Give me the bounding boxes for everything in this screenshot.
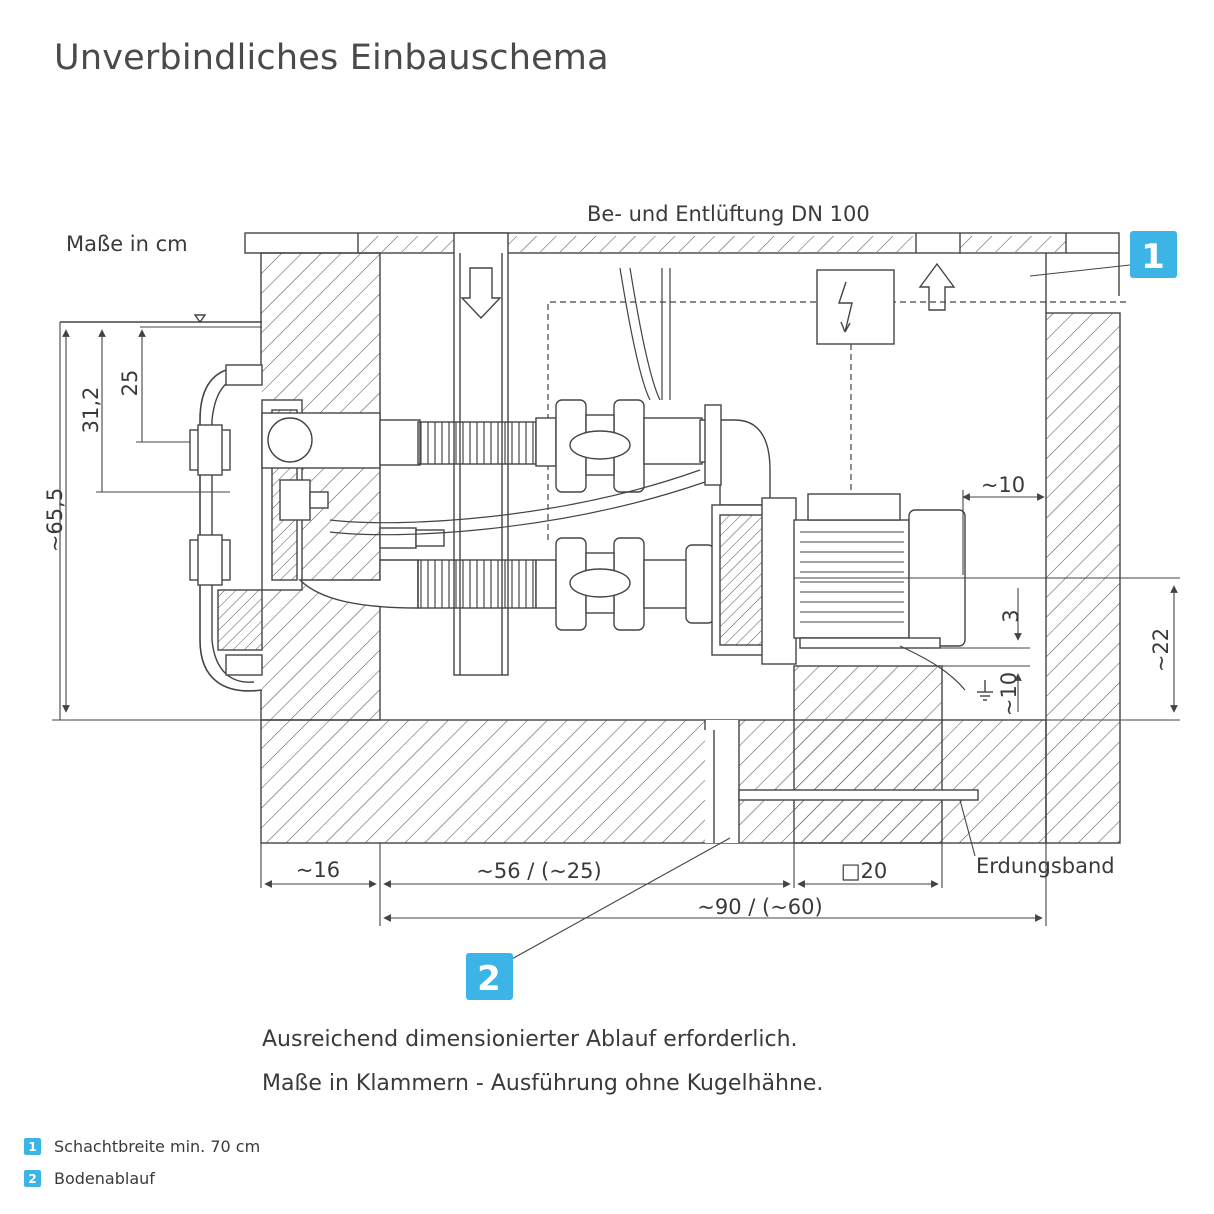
lower-flex-hose (417, 559, 537, 609)
legend-badge-2: 2 (24, 1170, 41, 1187)
legend-item-2: 2 Bodenablauf (24, 1169, 155, 1188)
legend-item-1: 1 Schachtbreite min. 70 cm (24, 1137, 260, 1156)
dim-left-25: 25 (118, 370, 142, 397)
dim-56: ~56 / (~25) (476, 859, 601, 883)
dim-90: ~90 / (~60) (697, 895, 822, 919)
dim-10-top: ~10 (981, 473, 1025, 497)
callout-1-badge (1130, 231, 1177, 278)
upper-flex-hose (417, 421, 537, 465)
pump-pedestal (793, 665, 943, 844)
earth-strap (738, 789, 979, 801)
pump-motor (793, 519, 910, 639)
dim-22: ~22 (1149, 628, 1173, 672)
units-label: Maße in cm (66, 232, 188, 256)
callout-2-number: 2 (477, 959, 501, 999)
legend-text-2: Bodenablauf (54, 1169, 155, 1188)
callout-1-number: 1 (1141, 237, 1165, 277)
dim-10-vert: ~10 (997, 672, 1021, 716)
legend-badge-1: 1 (24, 1138, 41, 1155)
dim-16: ~16 (296, 858, 340, 882)
vent-up-arrow (918, 262, 956, 311)
dim-3: 3 (999, 609, 1023, 622)
note-brackets: Maße in Klammern - Ausführung ohne Kugel… (262, 1071, 824, 1096)
callout-2-badge (466, 953, 513, 1000)
electrical-box (816, 269, 895, 345)
legend-text-1: Schachtbreite min. 70 cm (54, 1137, 261, 1156)
dim-left-31: 31,2 (79, 387, 103, 434)
vent-down-arrow (460, 267, 502, 320)
dim-20: □20 (841, 859, 888, 883)
earth-strap-label: Erdungsband (976, 854, 1115, 878)
dim-left-65: ~65,5 (43, 488, 67, 552)
note-drain: Ausreichend dimensionierter Ablauf erfor… (262, 1027, 798, 1052)
page-title: Unverbindliches Einbauschema (54, 38, 609, 78)
lightning-icon (838, 281, 853, 333)
vent-label: Be- und Entlüftung DN 100 (587, 202, 870, 226)
